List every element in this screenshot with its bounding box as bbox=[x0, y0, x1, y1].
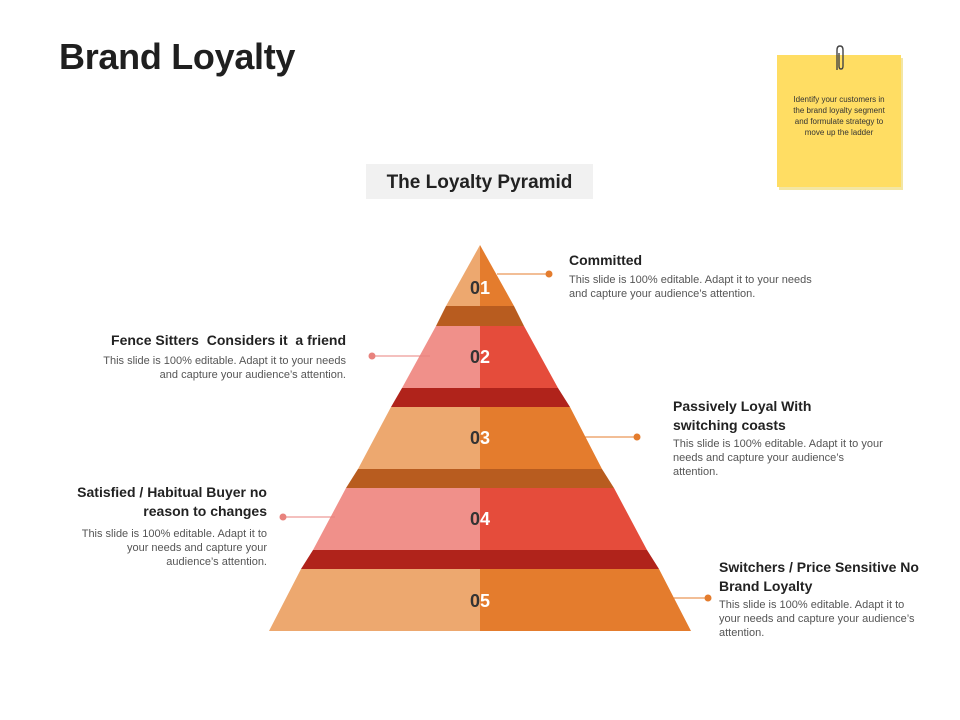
tier-4-desc: This slide is 100% editable. Adapt it to… bbox=[81, 528, 267, 568]
tier-4-label: Satisfied / Habitual Buyer no reason to … bbox=[77, 484, 267, 519]
leader-line-3 bbox=[585, 433, 641, 441]
tier-3-right bbox=[480, 407, 602, 469]
sticky-note-text: Identify your customers in the brand loy… bbox=[793, 95, 885, 137]
connector-4-5 bbox=[301, 550, 659, 569]
tier-2-number: 02 bbox=[470, 347, 490, 367]
tier-3-desc: This slide is 100% editable. Adapt it to… bbox=[673, 438, 883, 478]
tier-5-desc: This slide is 100% editable. Adapt it to… bbox=[719, 599, 915, 639]
connector-1-2 bbox=[436, 306, 524, 326]
tier-3-number: 03 bbox=[470, 428, 490, 448]
tier-4-number: 04 bbox=[470, 509, 490, 529]
tier-5-label: Switchers / Price Sensitive No Brand Loy… bbox=[719, 559, 919, 594]
tier-1-left bbox=[446, 245, 480, 306]
tier-2-left bbox=[402, 326, 480, 388]
tier-3-left bbox=[358, 407, 480, 469]
sticky-note: Identify your customers in the brand loy… bbox=[777, 55, 901, 187]
tier-3-label: Passively Loyal With switching coasts bbox=[673, 398, 812, 433]
leader-line-2 bbox=[368, 352, 430, 360]
tier-1-right bbox=[480, 245, 514, 306]
subtitle-box: The Loyalty Pyramid bbox=[366, 164, 593, 199]
slide-title: Brand Loyalty bbox=[59, 36, 296, 77]
tier-1-label: Committed bbox=[569, 252, 643, 268]
connector-3-4 bbox=[346, 469, 614, 488]
tier-1-number: 01 bbox=[470, 278, 490, 298]
leader-line-5 bbox=[670, 594, 712, 602]
pyramid-title: The Loyalty Pyramid bbox=[386, 172, 573, 193]
connector-2-3 bbox=[391, 388, 570, 407]
leader-line-4 bbox=[279, 513, 335, 521]
paperclip-icon bbox=[836, 45, 844, 70]
tier-5-right bbox=[480, 569, 691, 631]
leader-line-1 bbox=[497, 270, 553, 278]
tier-5-number: 05 bbox=[470, 591, 490, 611]
tier-2-label: Fence Sitters Considers it a friend bbox=[111, 332, 346, 348]
tier-4-right bbox=[480, 488, 647, 550]
tier-5-left bbox=[269, 569, 480, 631]
tier-4-left bbox=[313, 488, 480, 550]
tier-1-desc: This slide is 100% editable. Adapt it to… bbox=[569, 274, 812, 300]
tier-2-desc: This slide is 100% editable. Adapt it to… bbox=[103, 355, 346, 381]
tier-2-right bbox=[480, 326, 558, 388]
